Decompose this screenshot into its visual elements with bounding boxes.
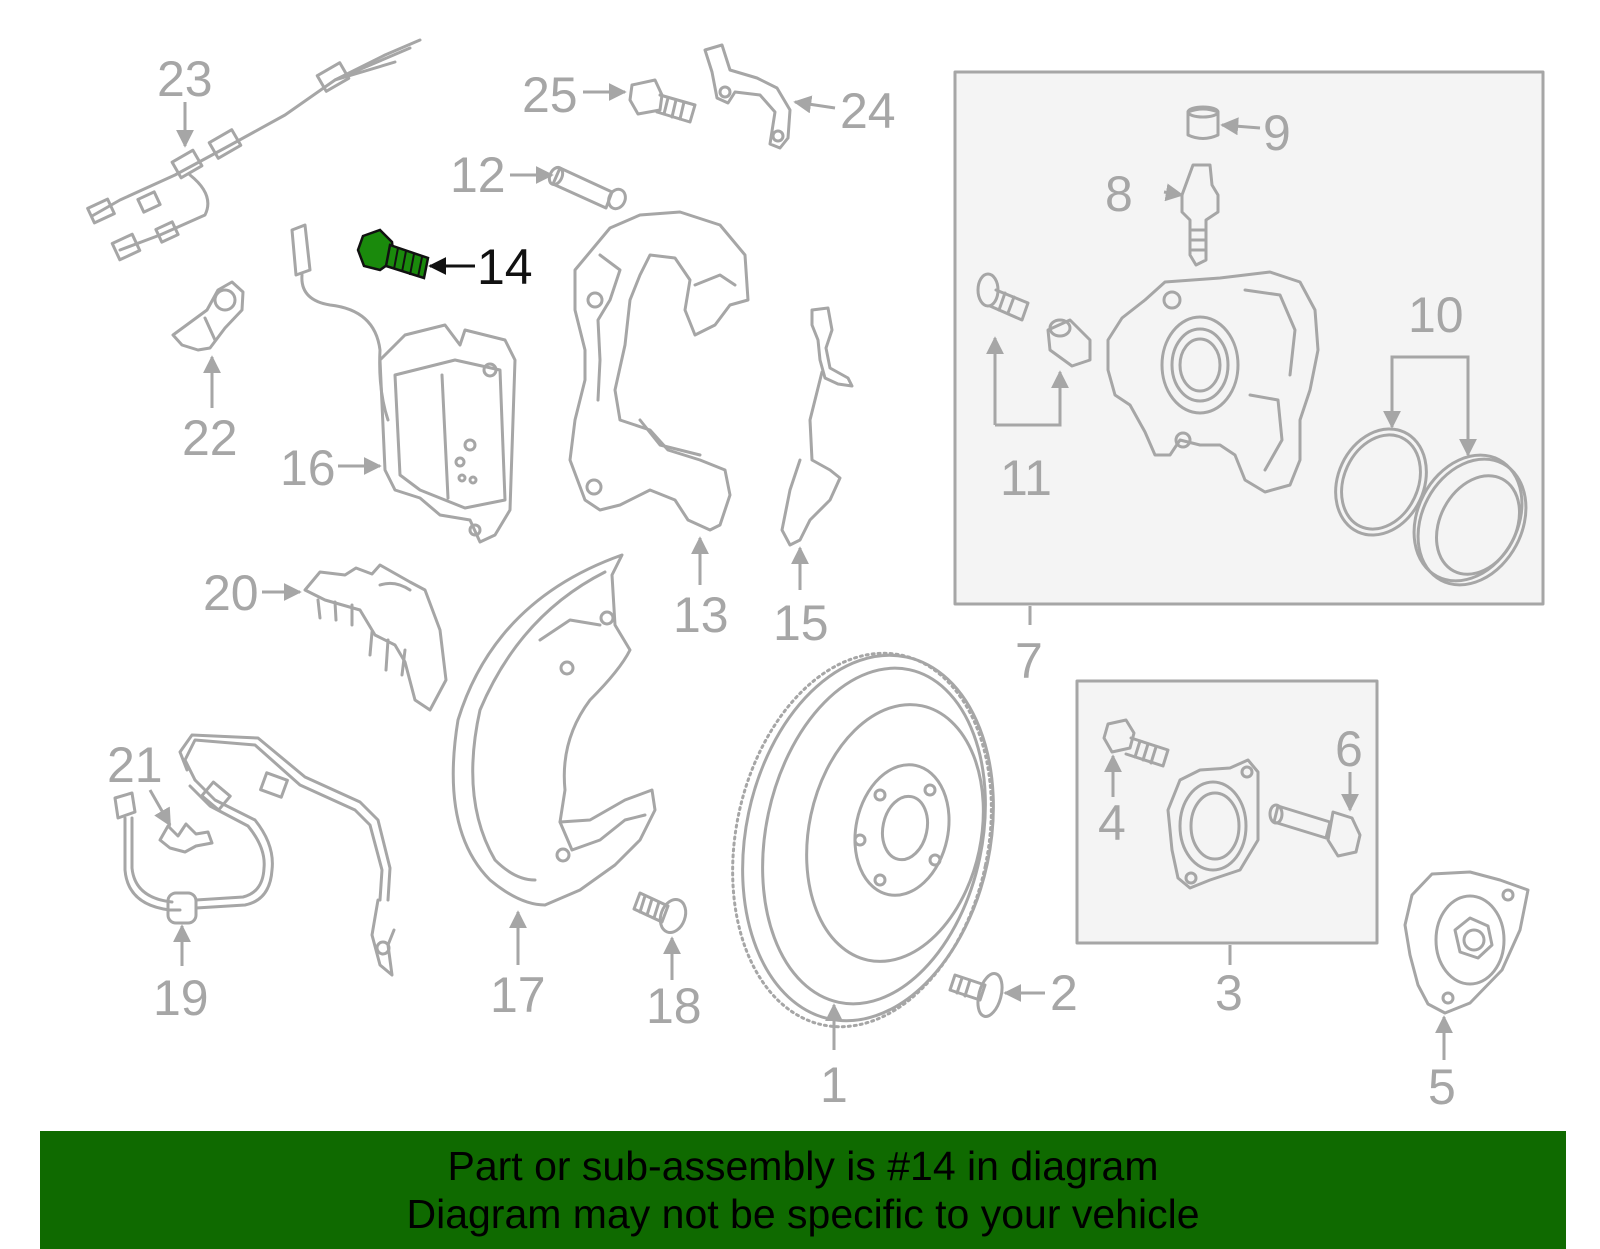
part-17-dust-shield: [451, 553, 657, 907]
callout-14: 14: [477, 239, 533, 295]
callout-7: 7: [1015, 633, 1043, 689]
callout-12: 12: [450, 147, 506, 203]
callout-21: 21: [107, 737, 163, 793]
part-14-caliper-bolt: [356, 228, 430, 280]
part-8-bleeder: [1180, 163, 1220, 267]
leader-lines: [148, 83, 1477, 1060]
callout-18: 18: [646, 978, 702, 1034]
callout-22: 22: [182, 410, 238, 466]
part-7-caliper-housing: [1106, 270, 1320, 494]
callout-16: 16: [280, 440, 336, 496]
part-25-bolt: [628, 78, 697, 124]
caliper-group-box: [953, 70, 1545, 606]
callout-1: 1: [820, 1057, 848, 1113]
part-3-hub-bearing: [1166, 758, 1260, 890]
callout-10: 10: [1408, 287, 1464, 343]
part-11-bushing: [1046, 318, 1092, 368]
callout-19: 19: [153, 970, 209, 1026]
callout-15: 15: [773, 595, 829, 651]
hub-bearing-group-box: [1075, 679, 1379, 945]
banner-line-part-number: Part or sub-assembly is #14 in diagram: [447, 1143, 1159, 1189]
part-4-bolt: [1102, 718, 1170, 768]
part-2-screw: [948, 972, 1004, 1018]
part-9-cap: [1186, 105, 1220, 140]
part-22-speed-sensor: [171, 280, 245, 352]
part-1-brake-rotor: [731, 651, 995, 1029]
callout-labels: 23 25 24 12 14 22 16 13 15 20 21 19 17 1…: [107, 51, 1464, 1115]
part-24-bracket: [703, 43, 792, 150]
callout-5: 5: [1428, 1059, 1456, 1115]
part-13-caliper-carrier: [568, 210, 750, 532]
part-21-clip: [158, 822, 214, 854]
part-5-wheel-hub: [1403, 870, 1530, 1015]
part-19-brake-hose: [113, 733, 396, 977]
callout-17: 17: [490, 967, 546, 1023]
banner-line-disclaimer: Diagram may not be specific to your vehi…: [406, 1191, 1200, 1237]
callout-20: 20: [203, 565, 259, 621]
info-banner: Part or sub-assembly is #14 in diagram D…: [40, 1131, 1566, 1249]
part-16-brake-pads: [378, 323, 517, 544]
part-11-guide-bolt: [976, 272, 1030, 322]
callout-6: 6: [1335, 721, 1363, 777]
part-6-bolt: [1268, 803, 1362, 858]
part-10-seals: [1334, 427, 1528, 587]
part-15-spring-clip: [780, 306, 854, 547]
part-23-wiring-harness: [86, 38, 422, 262]
callout-2: 2: [1050, 965, 1078, 1021]
callout-11: 11: [1000, 450, 1052, 506]
callout-13: 13: [673, 587, 729, 643]
callout-8: 8: [1105, 166, 1133, 222]
part-20-clip: [303, 563, 448, 712]
part-12-guide-pin: [547, 165, 627, 211]
part-18-bolt: [632, 891, 688, 934]
callout-4: 4: [1098, 795, 1126, 851]
callout-25: 25: [522, 67, 578, 123]
callout-23: 23: [157, 51, 213, 107]
callout-24: 24: [840, 83, 896, 139]
callout-9: 9: [1263, 105, 1291, 161]
callout-3: 3: [1215, 965, 1243, 1021]
